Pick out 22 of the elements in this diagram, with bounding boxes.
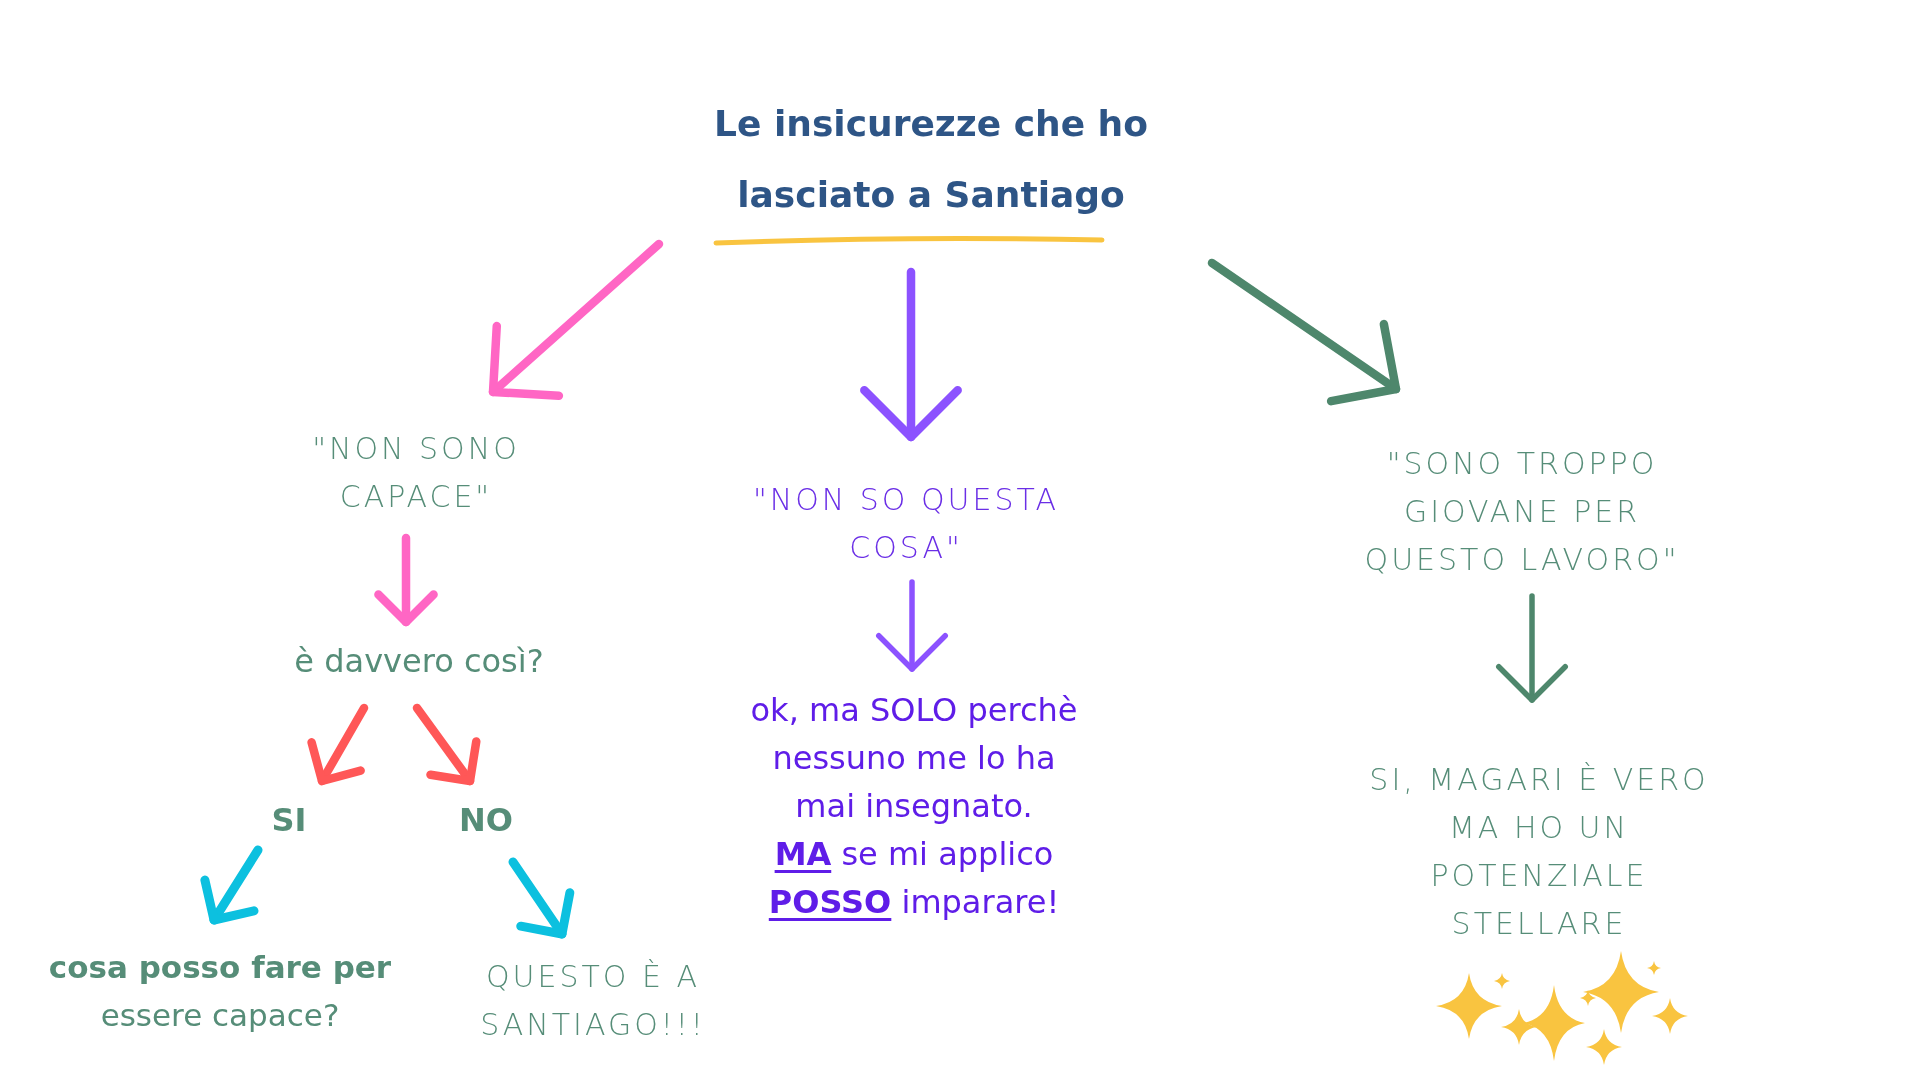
- quote-text: "NON SO QUESTA COSA": [751, 476, 1061, 572]
- question-text: è davvero così?: [293, 637, 545, 685]
- arrow: [1496, 593, 1568, 703]
- arrow: [508, 857, 575, 939]
- answer-label: SI: [270, 798, 308, 842]
- arrow: [1207, 258, 1401, 406]
- quote-text: "NON SONO CAPACE": [311, 425, 521, 521]
- arrow: [860, 267, 962, 442]
- response-text: ok, ma SOLO perchè nessuno me lo ha mai insegnato.: [749, 690, 1079, 827]
- response-text: MA se mi applico POSSO imparare!: [767, 834, 1061, 923]
- arrow: [876, 579, 948, 672]
- title-heading: Le insicurezze che ho lasciato a Santiago: [713, 88, 1149, 230]
- arrow: [200, 845, 263, 925]
- quote-text: "SONO TROPPO GIOVANE PER QUESTO LAVORO": [1363, 440, 1681, 584]
- question-text: cosa posso fare per essere capace?: [47, 943, 393, 1039]
- response-text: SI, MAGARI È VERO MA HO UN POTENZIALE STELLARE: [1368, 756, 1710, 948]
- arrow: [412, 703, 481, 786]
- arrow: [307, 703, 369, 786]
- answer-text: QUESTO È A SANTIAGO!!!: [479, 953, 707, 1049]
- arrow: [488, 239, 664, 401]
- answer-label: NO: [458, 798, 514, 842]
- arrow: [374, 533, 438, 627]
